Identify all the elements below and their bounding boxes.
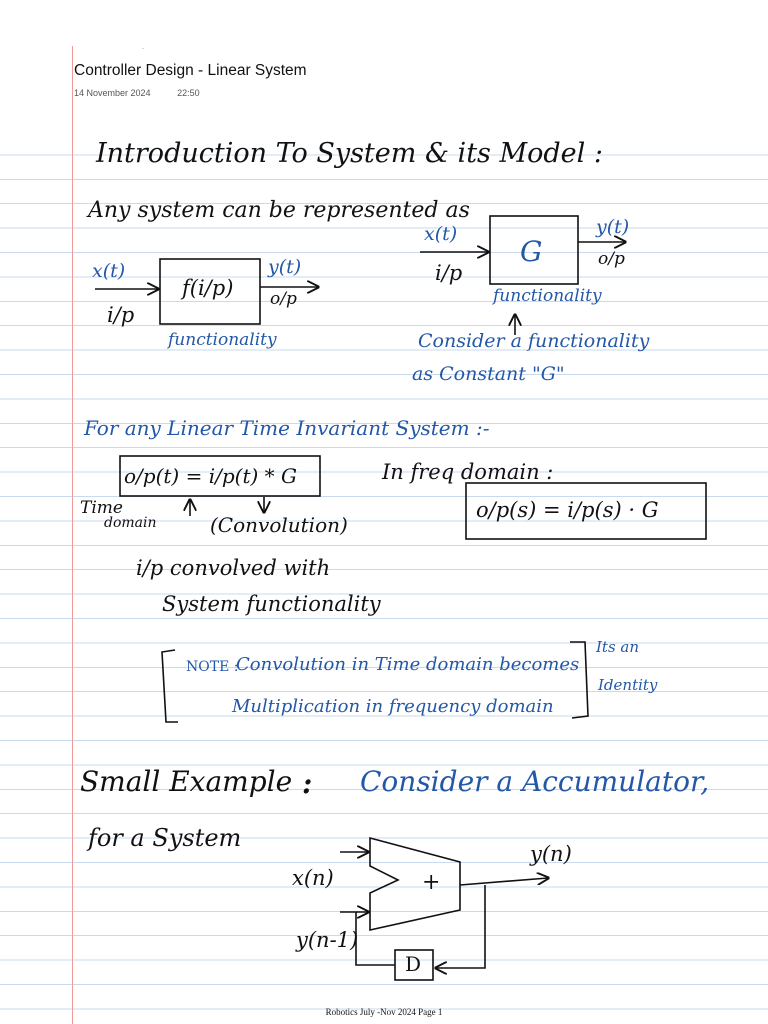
left-bracket [161, 649, 178, 723]
note-prefix: NOTE : [186, 659, 239, 675]
block2-diagram [420, 215, 625, 335]
conv-note-1: i/p convolved with [136, 556, 331, 580]
time-eq-box [119, 455, 321, 497]
acc-feedback-label: y(n-1) [296, 928, 359, 952]
example-text: Consider a Accumulator, [360, 765, 710, 798]
block1-diagram [95, 258, 318, 325]
delay-out-path [355, 912, 395, 966]
note-line-2: Multiplication in frequency domain [232, 696, 554, 717]
intro-line: Any system can be represented as [88, 198, 470, 223]
block2-note-2: as Constant "G" [412, 363, 565, 385]
lti-heading: For any Linear Time Invariant System :- [84, 416, 490, 440]
margin-line [72, 46, 73, 1024]
equation-boxes [119, 455, 707, 540]
block2-output: y(t) [596, 216, 630, 238]
page-meta: 14 November 2024 22:50 [74, 88, 224, 98]
block1-input-label: i/p [107, 303, 135, 327]
block1-box-label: f(i/p) [182, 276, 234, 300]
stray-dot: · [142, 46, 144, 52]
adder-plus: + [422, 870, 441, 895]
identity-2: Identity [598, 676, 658, 694]
acc-output-label: y(n) [530, 842, 572, 866]
feedback-path [436, 885, 486, 968]
block2-input-label: i/p [435, 261, 463, 285]
block2-box [489, 215, 579, 285]
block1-box [159, 258, 261, 325]
example-label: Small Example [80, 765, 293, 798]
block2-note-1: Consider a functionality [418, 330, 650, 352]
acc-output-arrow [459, 878, 548, 886]
block1-output: y(t) [268, 256, 302, 278]
adder-block [369, 836, 461, 931]
block1-caption: functionality [168, 330, 277, 350]
block1-output-label: o/p [270, 289, 297, 309]
page-time: 22:50 [177, 88, 200, 98]
note-line-1: Convolution in Time domain becomes [236, 654, 580, 675]
convolution-label: (Convolution) [210, 513, 348, 537]
accumulator-diagram [340, 836, 548, 981]
note-brackets [161, 641, 589, 723]
freq-domain-equation: o/p(s) = i/p(s) · G [476, 498, 659, 522]
block1-input: x(t) [92, 260, 126, 282]
example-line-2: for a System [88, 824, 242, 852]
freq-eq-box [465, 482, 707, 540]
acc-input-label: x(n) [292, 866, 334, 890]
page-title[interactable]: Controller Design - Linear System [74, 62, 307, 79]
page-footer: Robotics July -Nov 2024 Page 1 [325, 1007, 443, 1017]
block2-output-label: o/p [598, 249, 625, 269]
conv-note-2: System functionality [162, 592, 381, 616]
delay-label: D [405, 952, 422, 976]
time-domain-equation: o/p(t) = i/p(t) * G [124, 464, 297, 488]
header-area [0, 0, 768, 128]
identity-1: Its an [596, 638, 640, 656]
freq-domain-label: In freq domain : [382, 460, 554, 484]
time-label-2: domain [104, 515, 157, 531]
block2-box-label: G [520, 235, 543, 268]
section-heading: Introduction To System & its Model : [96, 138, 603, 169]
time-label-1: Time [80, 498, 123, 518]
page-date: 14 November 2024 [74, 88, 151, 98]
block2-input: x(t) [424, 223, 458, 245]
block2-caption: functionality [493, 286, 602, 306]
right-bracket [570, 641, 589, 719]
example-colon: : [302, 767, 313, 800]
